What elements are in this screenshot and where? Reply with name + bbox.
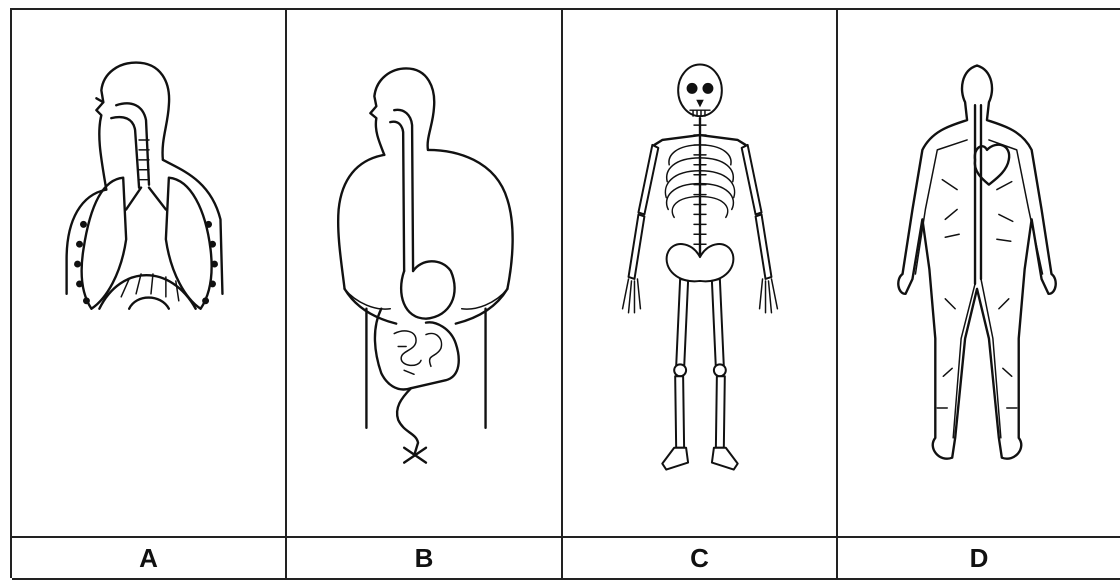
panel-c-image <box>563 10 838 538</box>
panel-d-label-cell: D <box>838 538 1120 580</box>
skeletal-system-icon <box>563 10 836 536</box>
panel-a-image <box>12 10 287 538</box>
panel-b-image <box>287 10 563 538</box>
body-systems-table: A B C D <box>10 8 1120 578</box>
panel-a-label-cell: A <box>12 538 287 580</box>
digestive-system-icon <box>287 10 561 536</box>
panel-d-image <box>838 10 1120 538</box>
panel-c-label: C <box>690 543 709 574</box>
panel-b-label-cell: B <box>287 538 563 580</box>
panel-c-label-cell: C <box>563 538 838 580</box>
panel-a-label: A <box>139 543 158 574</box>
panel-b-label: B <box>415 543 434 574</box>
respiratory-system-icon <box>12 10 285 536</box>
panel-d-label: D <box>970 543 989 574</box>
circulatory-system-icon <box>838 10 1120 536</box>
